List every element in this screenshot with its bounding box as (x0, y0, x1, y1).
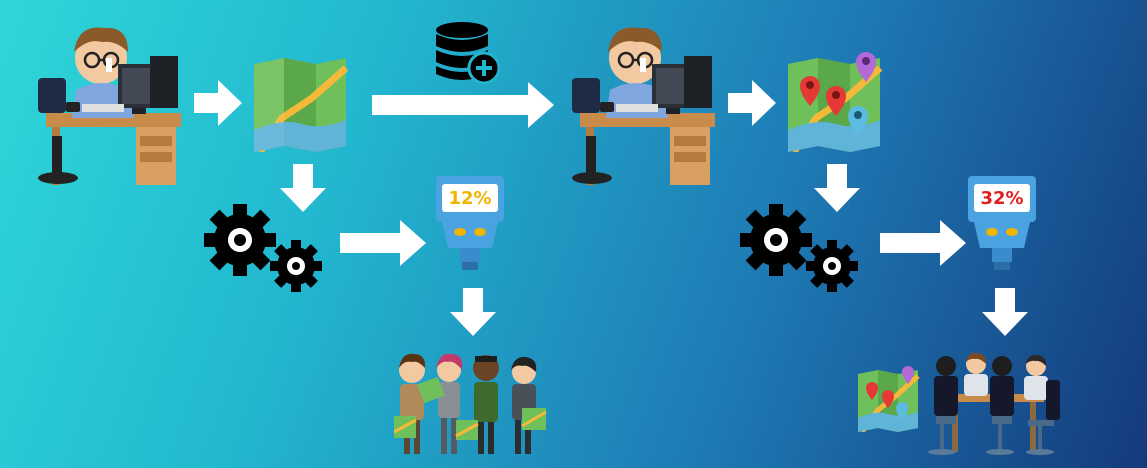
arrow-right-icon (728, 80, 776, 126)
arrow-down-icon (814, 164, 860, 212)
database-add-icon (436, 22, 501, 85)
gauge-meter-icon (968, 176, 1040, 272)
meter-value: 12% (448, 188, 492, 209)
gears-icon (740, 204, 862, 296)
developer-at-desk-icon (36, 18, 186, 188)
arrow-down-icon (280, 164, 326, 212)
map-icon (252, 58, 349, 154)
arrow-right-icon (340, 220, 426, 266)
arrow-right-icon (372, 82, 554, 128)
people-group-icon (393, 350, 554, 458)
arrow-down-icon (982, 288, 1028, 336)
meeting-team-icon (924, 350, 1064, 456)
map-with-pins-icon (856, 366, 920, 434)
map-with-pins-icon (786, 52, 886, 154)
arrow-right-icon (880, 220, 966, 266)
arrow-down-icon (450, 288, 496, 336)
meter-value: 32% (980, 188, 1024, 209)
developer-at-desk-icon (570, 18, 720, 188)
gears-icon (204, 204, 326, 296)
gauge-meter-icon (436, 176, 508, 272)
arrow-right-icon (194, 80, 242, 126)
